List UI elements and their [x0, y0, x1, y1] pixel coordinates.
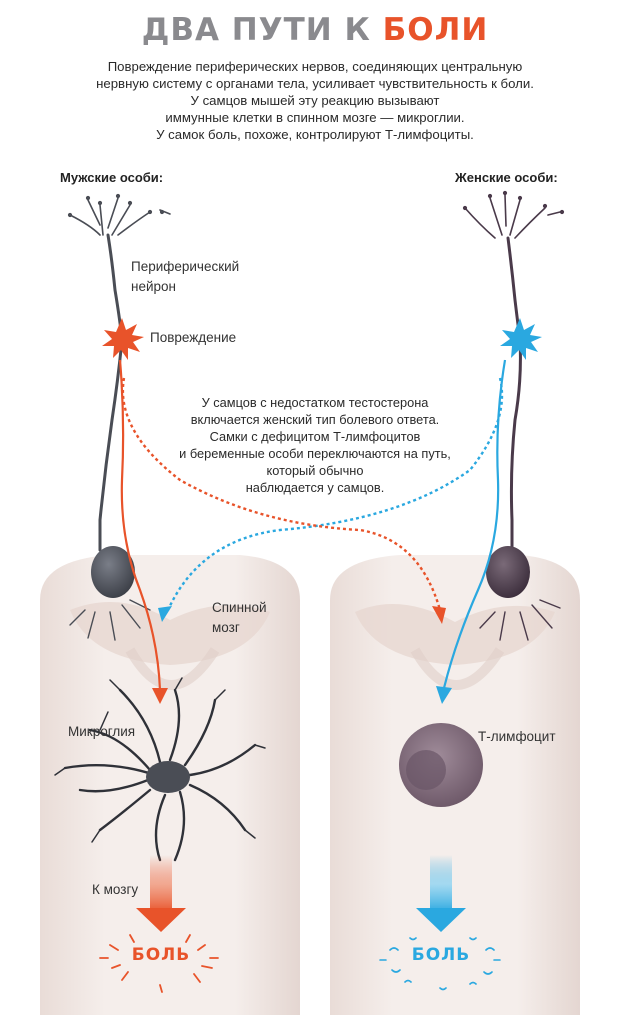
male-peripheral-neuron — [67, 193, 171, 641]
female-injury-star — [500, 318, 542, 360]
male-pain-burst — [99, 934, 219, 993]
female-neuron-soma — [486, 546, 530, 598]
male-neuron-soma — [91, 546, 135, 598]
t-lymphocyte-nucleus — [406, 750, 446, 790]
microglia-cell — [54, 677, 266, 862]
pain-label-male: БОЛЬ — [131, 945, 191, 965]
spinal-cord-label: Спинной мозг — [212, 600, 267, 635]
male-injury-star — [102, 318, 144, 360]
male-to-brain-arrow — [136, 855, 186, 932]
switch-to-female-path — [121, 377, 442, 611]
peripheral-neuron-label: Периферический нейрон — [131, 259, 240, 294]
switch-to-male-path — [166, 377, 504, 611]
male-signal-arrowhead — [152, 688, 168, 704]
intro-line: иммунные клетки в спинном мозге — микрог… — [165, 110, 465, 125]
female-header: Женские особи: — [455, 170, 558, 185]
intro-line: У самцов мышей эту реакцию вызывают — [190, 93, 440, 108]
intro-text: Повреждение периферических нервов, соеди… — [40, 58, 590, 143]
intro-line: У самок боль, похоже, контролируют Т-лим… — [156, 127, 474, 142]
switch-to-male-arrowhead — [158, 606, 172, 622]
female-signal-arrowhead — [436, 686, 452, 704]
microglia-label: Микроглия — [68, 724, 136, 739]
female-to-brain-arrow — [416, 855, 466, 932]
switch-note: У самцов с недостатком тестостерона вклю… — [179, 395, 451, 495]
female-pain-burst — [379, 937, 501, 991]
intro-line: Повреждение периферических нервов, соеди… — [107, 59, 523, 74]
intro-line: нервную систему с органами тела, усилива… — [96, 76, 534, 91]
injury-label: Повреждение — [150, 330, 237, 345]
to-brain-label: К мозгу — [92, 882, 139, 897]
microglia-body — [146, 761, 190, 793]
page-title: ДВА ПУТИ К БОЛИ — [141, 12, 489, 48]
t-lymphocyte-label: Т-лимфоцит — [478, 729, 556, 744]
male-signal-path — [118, 359, 162, 691]
male-header: Мужские особи: — [60, 170, 164, 185]
switch-to-female-arrowhead — [432, 606, 446, 624]
female-peripheral-neuron — [462, 190, 565, 641]
pain-label-female: БОЛЬ — [411, 945, 471, 965]
